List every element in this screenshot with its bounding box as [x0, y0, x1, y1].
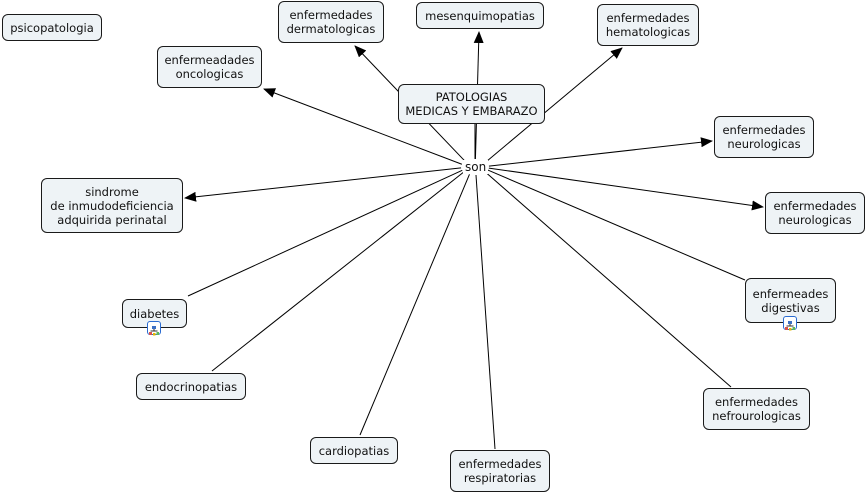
- concept-map-glyph: [149, 326, 159, 336]
- link-to-cardiopatias: [359, 174, 470, 436]
- concept-center-patologias[interactable]: PATOLOGIAS MEDICAS Y EMBARAZO: [398, 84, 545, 124]
- link-to-hematologicas: [485, 47, 623, 163]
- concept-map-icon[interactable]: [147, 321, 161, 336]
- concept-mesenquimopatias[interactable]: mesenquimopatias: [416, 2, 544, 29]
- concept-oncologicas[interactable]: enfermeadades oncologicas: [157, 46, 262, 88]
- concept-hematologicas[interactable]: enfermedades hematologicas: [597, 4, 699, 46]
- linking-phrase-son[interactable]: son: [463, 160, 489, 174]
- concept-psicopatologia[interactable]: psicopatologia: [2, 14, 102, 41]
- link-to-respiratorias: [475, 174, 496, 450]
- concept-diabetes[interactable]: diabetes: [122, 299, 187, 328]
- concept-map-icon[interactable]: [783, 316, 797, 331]
- concept-cardiopatias[interactable]: cardiopatias: [310, 437, 398, 464]
- concept-digestivas[interactable]: enfermeades digestivas: [745, 278, 836, 323]
- link-to-neurologicas2: [488, 167, 764, 211]
- link-to-nefrourologicas: [485, 171, 732, 388]
- link-to-sida: [184, 167, 462, 202]
- concept-nefrourologicas[interactable]: enfermedades nefrourologicas: [703, 388, 810, 430]
- concept-neurologicas-2[interactable]: enfermedades neurologicas: [765, 192, 865, 234]
- concept-endocrinopatias[interactable]: endocrinopatias: [136, 373, 246, 400]
- link-to-neurologicas1: [488, 137, 713, 167]
- concept-sindrome-inmunodeficiencia[interactable]: sindrome de inmudodeficiencia adquirida …: [41, 178, 183, 233]
- link-to-digestivas: [487, 169, 746, 281]
- link-to-endocrinopatias: [211, 171, 465, 372]
- concept-map-glyph: [785, 321, 795, 331]
- concept-respiratorias[interactable]: enfermedades respiratorias: [450, 450, 550, 492]
- link-to-diabetes: [187, 169, 463, 297]
- concept-neurologicas[interactable]: enfermedades neurologicas: [714, 116, 814, 158]
- link-to-oncologicas: [263, 88, 463, 165]
- concept-dermatologicas[interactable]: enfermedades dermatologicas: [278, 1, 384, 43]
